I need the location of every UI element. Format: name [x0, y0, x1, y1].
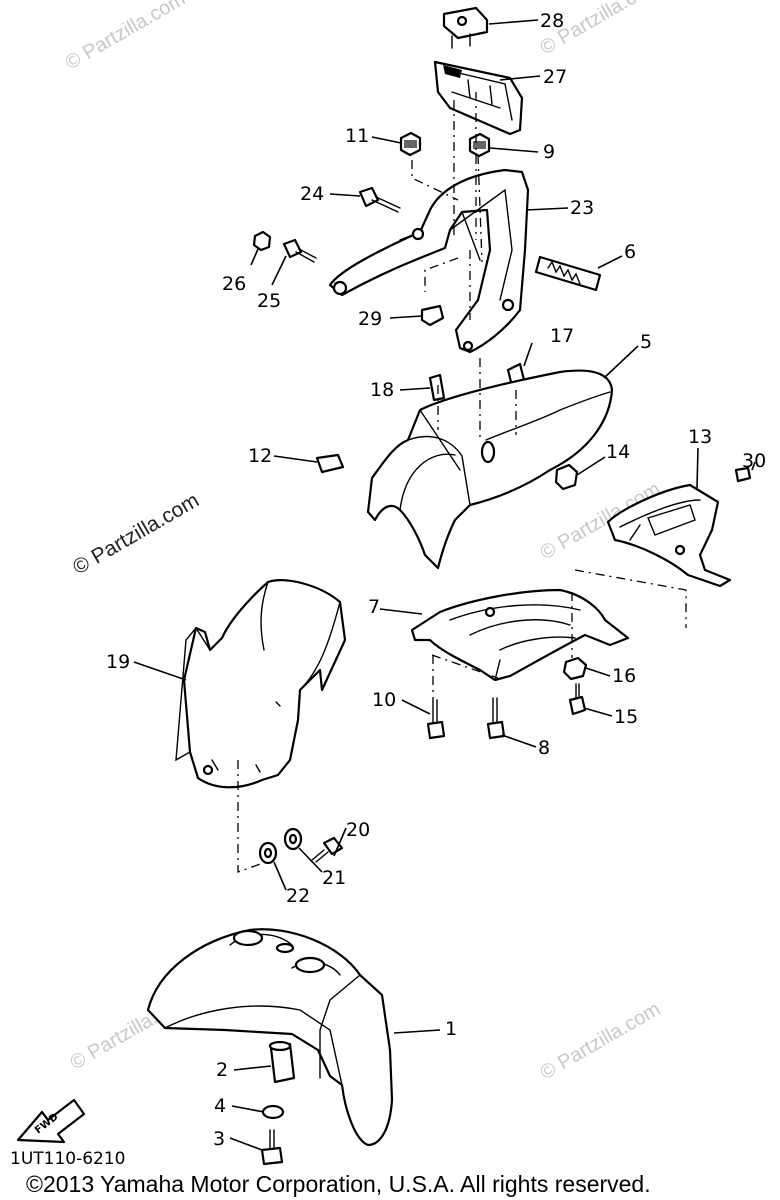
part-7-flap: [410, 588, 630, 682]
part-29-nut: [420, 304, 445, 327]
part-12-clip: [315, 453, 345, 474]
callout-11: 11: [345, 125, 369, 147]
callout-7: 7: [368, 596, 380, 618]
callout-17: 17: [550, 325, 574, 347]
callout-23: 23: [570, 197, 594, 219]
callout-8: 8: [538, 737, 550, 759]
part-9-nut: [468, 132, 491, 158]
callout-22: 22: [286, 885, 310, 907]
watermark-top-left: © Partzilla.com: [62, 0, 190, 74]
callout-numbers: 28 27 11 9 23 24 26 25 6 29 17 5 18 12 1…: [106, 10, 766, 1150]
callout-29: 29: [358, 308, 382, 330]
part-16-nut: [562, 656, 588, 681]
callout-16: 16: [612, 665, 636, 687]
part-3-bolt: [260, 1129, 284, 1166]
watermark-dark: © Partzilla.com: [69, 489, 203, 580]
part-21-washer: [283, 827, 303, 851]
callout-26: 26: [222, 273, 246, 295]
callout-10: 10: [372, 689, 396, 711]
callout-30: 30: [742, 450, 766, 472]
callout-18: 18: [370, 379, 394, 401]
callout-13: 13: [688, 426, 712, 448]
alignment-lines: [237, 92, 687, 873]
copyright-notice: ©2013 Yamaha Motor Corporation, U.S.A. A…: [26, 1171, 651, 1197]
callout-20: 20: [346, 819, 370, 841]
callout-9: 9: [543, 141, 555, 163]
callout-3: 3: [213, 1128, 225, 1150]
part-19-inner-fender: [175, 579, 347, 789]
callout-21: 21: [322, 867, 346, 889]
part-4-washer: [261, 1104, 285, 1120]
part-14-nut: [554, 463, 579, 491]
part-30-clip: [734, 466, 752, 483]
part-26-nut: [252, 230, 272, 252]
part-15-bolt: [568, 683, 587, 716]
diagram-code: 1UT110-6210: [10, 1149, 126, 1169]
part-13-bracket: [606, 483, 732, 588]
part-27-pad: [433, 60, 524, 136]
callout-25: 25: [257, 290, 281, 312]
watermark-layer: © Partzilla.com © Partzilla.com © Partzi…: [62, 0, 665, 1084]
callout-28: 28: [540, 10, 564, 32]
callout-2: 2: [216, 1059, 228, 1081]
callout-14: 14: [606, 441, 630, 463]
part-18-clip: [428, 373, 446, 402]
part-28-bracket: [442, 6, 489, 49]
callout-4: 4: [214, 1095, 226, 1117]
part-25-bolt: [282, 238, 317, 263]
callout-27: 27: [543, 66, 567, 88]
callout-5: 5: [640, 331, 652, 353]
callout-15: 15: [614, 706, 638, 728]
leader-lines: [133, 19, 756, 1151]
fwd-arrow-icon: FWD: [16, 1098, 86, 1144]
part-6-emblem: [534, 255, 602, 292]
part-2-collar: [268, 1040, 296, 1084]
part-24-bolt: [358, 186, 401, 213]
part-20-bolt: [311, 836, 344, 863]
part-23-grab-rail: [328, 168, 530, 354]
callout-6: 6: [624, 241, 636, 263]
callout-12: 12: [248, 445, 272, 467]
part-11-nut: [399, 131, 422, 157]
part-1-front-fender: [146, 928, 394, 1147]
callout-24: 24: [300, 183, 324, 205]
part-10-bolt: [426, 699, 446, 740]
part-22-washer: [258, 841, 278, 865]
watermark-bottom-right: © Partzilla.com: [537, 998, 665, 1084]
part-5-rear-fender: [366, 369, 614, 570]
part-8-bolt: [486, 697, 506, 740]
callout-1: 1: [445, 1018, 457, 1040]
callout-19: 19: [106, 651, 130, 673]
